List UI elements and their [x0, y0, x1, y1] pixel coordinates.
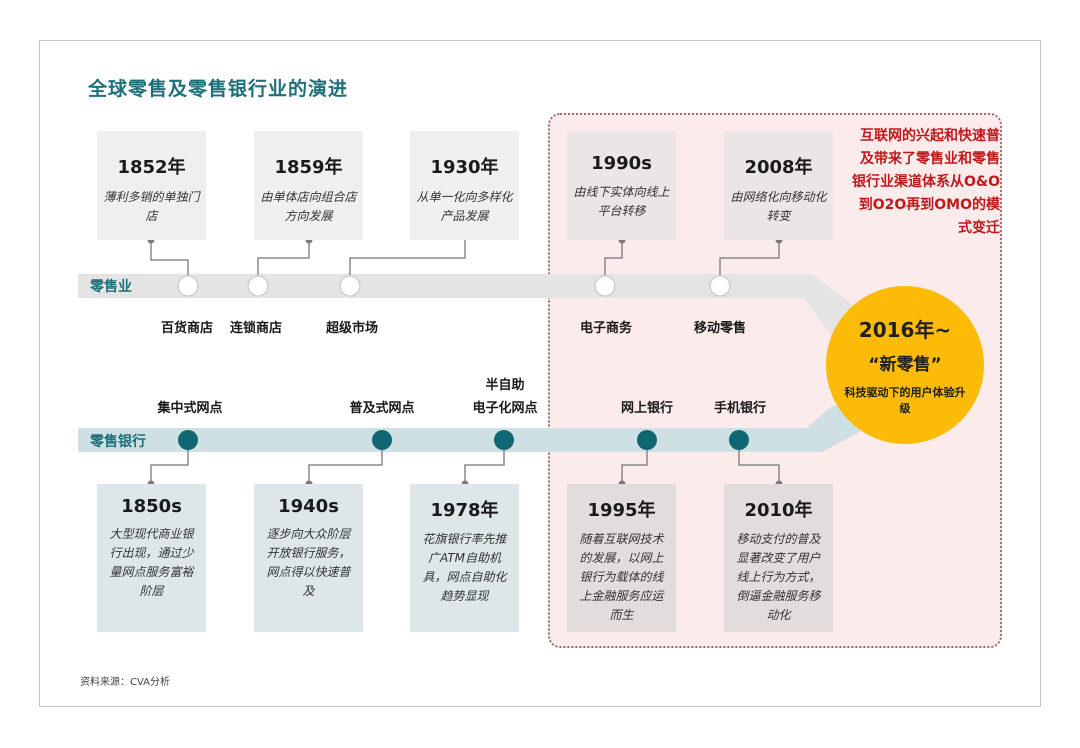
card-year: 2010年 — [744, 500, 813, 521]
card-desc: 随着互联网技术的发展，以网上银行为载体的线上金融服务应运而生 — [579, 532, 664, 622]
retail-milestone-department-store: 百货商店 — [160, 321, 214, 336]
retail-node — [709, 275, 731, 297]
bank-node — [729, 430, 749, 450]
bank-card: 1850s 大型现代商业银行出现，通过少量网点服务富裕阶层 — [97, 484, 206, 632]
retail-milestone-chain-store: 连锁商店 — [229, 321, 283, 336]
bank-track-label: 零售银行 — [90, 434, 146, 450]
card-desc: 逐步向大众阶层开放银行服务，网点得以快速普及 — [266, 527, 351, 598]
card-year: 1859年 — [274, 157, 343, 178]
retail-nodes — [177, 275, 731, 297]
card-desc: 移动支付的普及显著改变了用户线上行为方式，倒逼金融服务移动化 — [736, 532, 821, 622]
retail-card: 2008年 由网络化向移动化转变 — [724, 131, 833, 240]
bank-node — [637, 430, 657, 450]
retail-milestone-ecommerce: 电子商务 — [579, 321, 633, 336]
retail-card: 1852年 薄利多销的单独门店 — [97, 131, 206, 240]
new-retail-badge: 2016年~ “新零售” 科技驱动下的用户体验升级 — [826, 286, 984, 444]
card-desc: 花旗银行率先推广ATM自助机具，网点自助化趋势显现 — [422, 532, 507, 603]
page-title: 全球零售及零售银行业的演进 — [88, 78, 349, 100]
bank-node — [178, 430, 198, 450]
card-desc: 由网络化向移动化转变 — [730, 190, 827, 223]
source-note: 资料来源：CVA分析 — [80, 677, 171, 688]
badge-desc: 科技驱动下的用户体验升级 — [844, 386, 966, 415]
bank-milestone-electronic-branch: 电子化网点 — [472, 401, 538, 416]
retail-node — [594, 275, 616, 297]
bank-track — [78, 406, 860, 452]
retail-node — [247, 275, 269, 297]
bank-milestone-widespread-branch: 普及式网点 — [349, 401, 415, 416]
bank-card: 1978年 花旗银行率先推广ATM自助机具，网点自助化趋势显现 — [410, 484, 519, 632]
bank-card: 1995年 随着互联网技术的发展，以网上银行为载体的线上金融服务应运而生 — [567, 484, 676, 632]
retail-node — [339, 275, 361, 297]
card-year: 1978年 — [430, 500, 499, 521]
card-year: 1850s — [121, 496, 182, 517]
internet-era-note: 互联网的兴起和快速普及带来了零售业和零售银行业渠道体系从O&O到O2O再到OMO… — [851, 128, 1000, 236]
retail-card: 1990s 由线下实体向线上平台转移 — [567, 131, 676, 240]
slide-frame — [39, 40, 1041, 707]
bank-card: 1940s 逐步向大众阶层开放银行服务，网点得以快速普及 — [254, 484, 363, 632]
retail-milestone-supermarket: 超级市场 — [325, 321, 379, 336]
bank-milestone-online-banking: 网上银行 — [620, 401, 674, 416]
retail-card: 1859年 由单体店向组合店方向发展 — [254, 131, 363, 240]
card-desc: 由单体店向组合店方向发展 — [260, 190, 357, 223]
card-year: 1995年 — [587, 500, 656, 521]
retail-track — [78, 274, 860, 336]
bank-node — [372, 430, 392, 450]
retail-milestone-mobile-retail: 移动零售 — [693, 321, 747, 336]
card-desc: 由线下实体向线上平台转移 — [573, 185, 670, 218]
retail-node — [177, 275, 199, 297]
card-year: 2008年 — [744, 157, 813, 178]
card-desc: 从单一化向多样化产品发展 — [416, 190, 513, 223]
card-desc: 大型现代商业银行出现，通过少量网点服务富裕阶层 — [109, 527, 194, 598]
retail-card: 1930年 从单一化向多样化产品发展 — [410, 131, 519, 240]
badge-title: 2016年~ — [858, 318, 952, 342]
bank-node — [494, 430, 514, 450]
bank-card: 2010年 移动支付的普及显著改变了用户线上行为方式，倒逼金融服务移动化 — [724, 484, 833, 632]
retail-track-label: 零售业 — [90, 279, 132, 295]
bank-milestone-centralized-branch: 集中式网点 — [157, 401, 223, 416]
card-year: 1930年 — [430, 157, 499, 178]
card-year: 1990s — [591, 153, 652, 174]
bank-connectors — [150, 450, 780, 484]
bank-nodes — [178, 430, 749, 450]
bank-milestone-semi-self-service: 半自助 — [485, 378, 525, 393]
badge-subtitle: “新零售” — [868, 355, 942, 375]
card-year: 1852年 — [117, 157, 186, 178]
card-desc: 薄利多销的单独门店 — [103, 190, 200, 223]
bank-milestone-mobile-banking: 手机银行 — [713, 401, 767, 416]
card-year: 1940s — [278, 496, 339, 517]
